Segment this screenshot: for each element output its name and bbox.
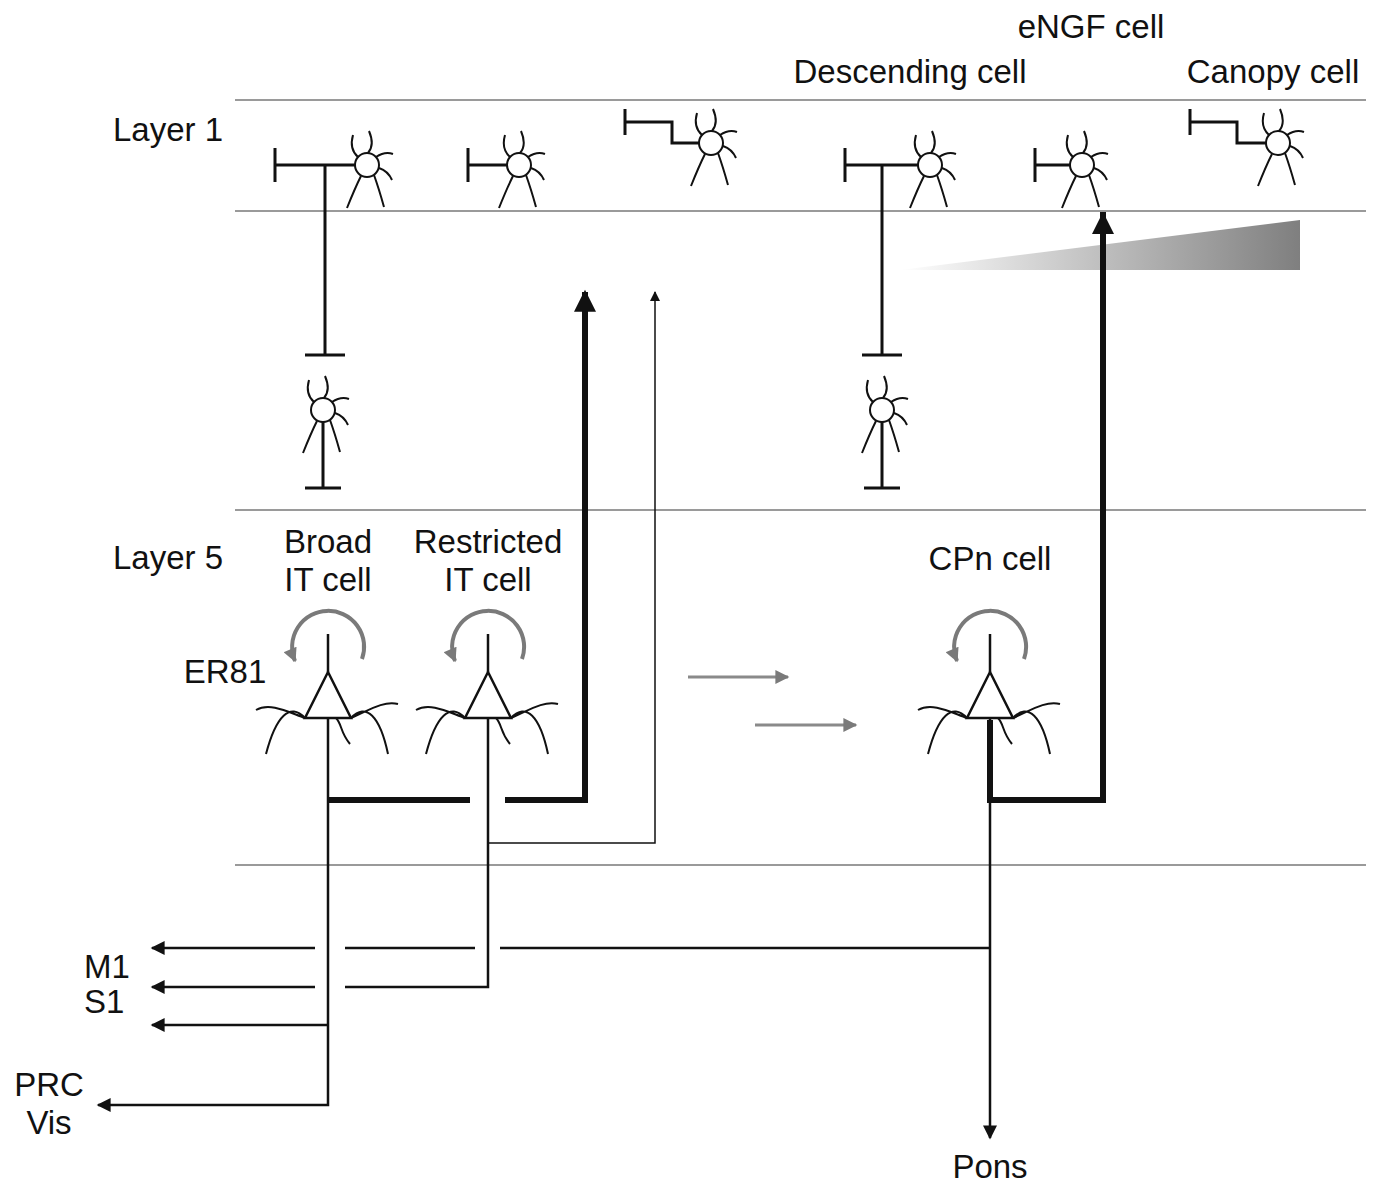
cell-label: Broad IT cell (273, 523, 383, 599)
projection-axon (152, 947, 990, 950)
layer-or-target-label: Pons (920, 1148, 1060, 1186)
neuron: Canopy cell (1173, 53, 1373, 186)
projection-axon (152, 718, 488, 987)
inhibitory-axon (275, 109, 1266, 488)
interneuron (499, 131, 545, 208)
interneuron (1258, 109, 1304, 186)
cell-label: Canopy cell (1173, 53, 1373, 91)
interneuron (1062, 131, 1108, 208)
cell-label: CPn cell (910, 540, 1070, 578)
interneuron (303, 376, 349, 453)
interneuron (910, 131, 956, 208)
projection-axon (152, 1024, 328, 1027)
neuron: Restricted IT cell (408, 523, 568, 720)
neuron: eNGF cell (991, 8, 1191, 212)
projection-axon (98, 718, 328, 1105)
interneuron (691, 109, 737, 186)
layer-or-target-label: ER81 (170, 653, 280, 691)
axon-arrow (990, 212, 1103, 800)
cell-label: Descending cell (760, 53, 1060, 91)
layer-boundary (235, 100, 1366, 865)
layer-or-target-label: Layer 5 (113, 539, 223, 577)
neuron: CPn cell (910, 540, 1070, 720)
neuron: Descending cell (760, 53, 1060, 208)
pyramidal-cell (416, 611, 558, 754)
interneuron (862, 376, 908, 453)
gray-arrow (755, 724, 856, 727)
layer-or-target-label: M1 (84, 948, 130, 986)
layer-or-target-label: S1 (84, 983, 124, 1021)
cell-label: eNGF cell (991, 8, 1191, 46)
cell-label: Restricted IT cell (408, 523, 568, 599)
neuron: Broad IT cell (273, 523, 383, 720)
gray-arrow (688, 676, 788, 679)
layer-or-target-label: Layer 1 (113, 111, 223, 149)
pyramidal-cell (256, 611, 398, 754)
layer-or-target-label: PRC Vis (6, 1066, 92, 1142)
interneuron (347, 131, 393, 208)
